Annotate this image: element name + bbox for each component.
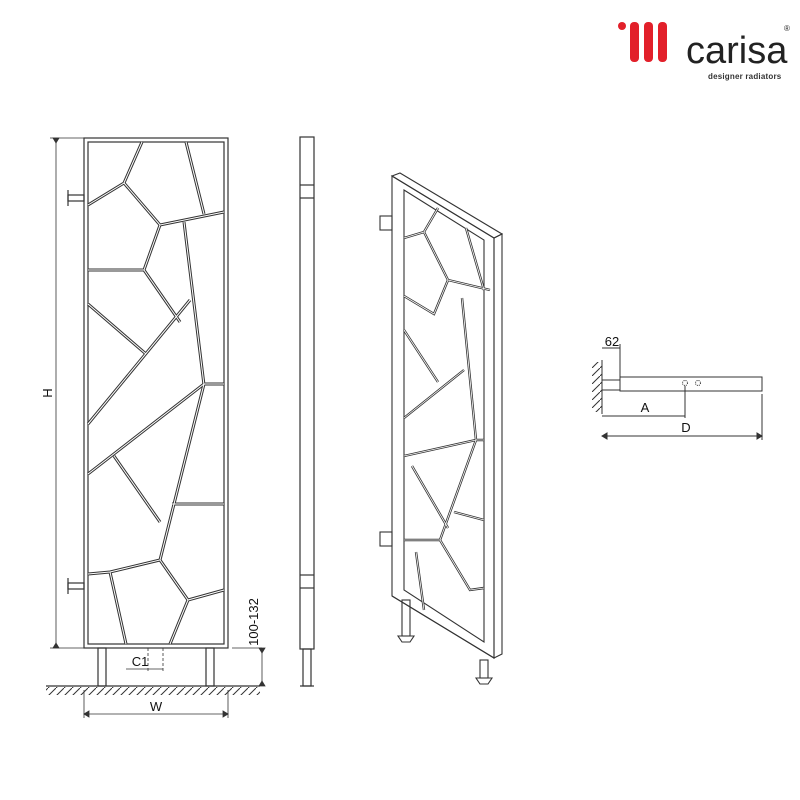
bracket-depth-label: D xyxy=(681,420,690,435)
front-dimensions xyxy=(50,137,266,718)
registered-mark: ® xyxy=(784,24,790,33)
front-view xyxy=(46,137,260,695)
brand-name: carisa xyxy=(686,30,788,72)
side-view xyxy=(299,136,315,687)
brand-tagline: designer radiators xyxy=(708,72,782,81)
logo-dot-icon xyxy=(618,22,626,30)
logo-bar-icon xyxy=(630,22,639,62)
logo-bar-icon xyxy=(644,22,653,62)
bracket-offset-label: 62 xyxy=(605,334,619,349)
bracket-detail xyxy=(592,344,763,440)
bracket-a-label: A xyxy=(641,400,650,415)
c1-label: C1 xyxy=(132,654,149,669)
brand-logo: carisa ® designer radiators xyxy=(616,14,796,84)
logo-bar-icon xyxy=(658,22,667,62)
floor-clearance-label: 100-132 xyxy=(246,598,261,646)
isometric-view xyxy=(379,172,504,685)
height-label: H xyxy=(40,388,55,397)
width-label: W xyxy=(150,699,163,714)
